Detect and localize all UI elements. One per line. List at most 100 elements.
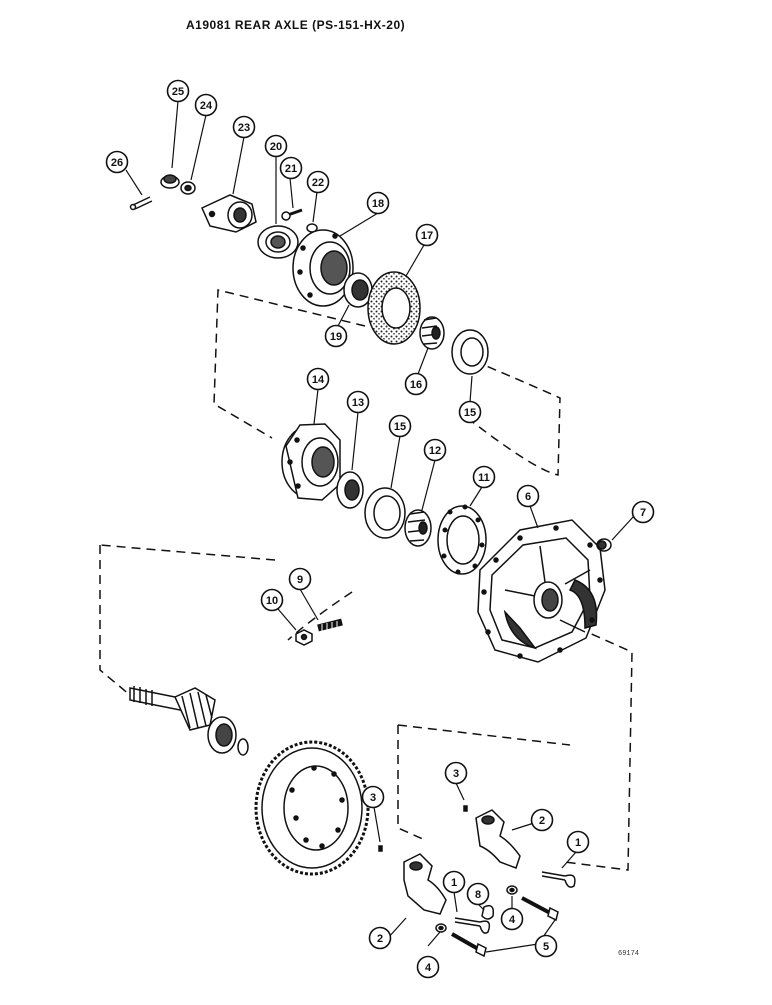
assembly-dashed-line-middle: [99, 544, 353, 696]
bearing-housing-part-14: [281, 423, 341, 501]
callout-circle-26: [105, 150, 129, 174]
bearing-cap-part-2-lower: [403, 853, 447, 915]
callout-circle-1b: [442, 870, 466, 894]
callout-label: 25: [172, 86, 184, 98]
yoke-flange-part-23: [201, 194, 257, 233]
pinion-bearing: [207, 716, 237, 754]
shim-gasket-part-11: [437, 504, 487, 575]
callout-label: 4: [425, 962, 432, 974]
bearing-cone-part-16: [419, 316, 445, 350]
callout-circle-15b: [388, 414, 412, 438]
bearing-cup-part-15-upper: [451, 329, 489, 375]
callout-circle-5: [534, 934, 558, 958]
callout-circle-7: [631, 500, 655, 524]
callout-label: 13: [352, 397, 364, 409]
callout-label: 10: [266, 595, 278, 607]
dust-shield-part-20: [257, 225, 299, 259]
washer-part-4-upper: [506, 885, 518, 895]
callout-label: 14: [312, 374, 325, 386]
lock-part-8: [481, 904, 495, 920]
ring-gear: [254, 740, 370, 876]
callout-label: 24: [200, 100, 213, 112]
callout-labels: 26 25 24 23 20 21 22 18 17 19 16 15 14 1…: [111, 86, 646, 974]
callout-label: 11: [478, 472, 490, 484]
callout-circle-6: [516, 484, 540, 508]
callout-label: 2: [377, 933, 383, 945]
bearing-cup-part-15-lower: [364, 487, 406, 539]
nut-part-10: [295, 629, 313, 646]
callout-circle-12: [423, 438, 447, 462]
bearing-cone-part-12: [404, 509, 432, 547]
callout-circle-19: [324, 324, 348, 348]
callout-circles: [105, 79, 655, 979]
callout-circle-3b: [361, 785, 385, 809]
callout-circle-20: [264, 134, 288, 158]
callout-label: 6: [525, 491, 531, 503]
callout-circle-4b: [416, 955, 440, 979]
callout-label: 17: [421, 230, 433, 242]
callout-label: 15: [394, 421, 406, 433]
dowel-pin-part-3-upper: [463, 805, 468, 812]
callout-circle-24: [194, 93, 218, 117]
bolt-part-5-lower: [451, 932, 487, 958]
leader-lines: [125, 100, 635, 953]
bearing-retainer-part-18: [292, 229, 354, 307]
callout-label: 3: [370, 792, 376, 804]
seal-part-13: [336, 471, 364, 509]
callout-label: 26: [111, 157, 123, 169]
assembly-dashed-line-upper: [213, 289, 561, 476]
page-title: A19081 REAR AXLE (PS-151-HX-20): [186, 18, 406, 32]
carrier-housing-part-6: [477, 519, 606, 663]
callout-circle-2a: [530, 808, 554, 832]
castle-nut-part-25: [160, 174, 180, 189]
callout-label: 1: [451, 877, 457, 889]
callout-circle-3a: [444, 761, 468, 785]
bolt-part-5-upper: [521, 896, 559, 922]
callout-label: 23: [238, 122, 250, 134]
cotter-pin-part-26: [129, 196, 153, 211]
dowel-pin-part-3-lower: [378, 845, 383, 852]
gasket-part-17: [367, 271, 421, 345]
callout-circle-1a: [566, 830, 590, 854]
bolt-part-21: [281, 208, 303, 221]
callout-label: 1: [575, 837, 581, 849]
callout-circle-23: [232, 115, 256, 139]
callout-circle-25: [166, 79, 190, 103]
callout-circle-15a: [458, 400, 482, 424]
callout-label: 22: [312, 177, 324, 189]
lock-pin-part-1-lower: [454, 917, 491, 934]
callout-label: 15: [464, 407, 476, 419]
lock-pin-part-1-upper: [541, 871, 576, 888]
washer-part-24: [180, 181, 196, 195]
stud-part-9: [317, 618, 343, 632]
callout-label: 4: [509, 914, 516, 926]
callout-circle-11: [472, 465, 496, 489]
callout-label: 5: [543, 941, 549, 953]
bearing-cap-part-2-upper: [475, 809, 521, 869]
callout-circle-21: [279, 156, 303, 180]
callout-label: 18: [372, 198, 384, 210]
plug-part-7: [596, 538, 612, 552]
callout-label: 19: [330, 331, 342, 343]
callout-label: 8: [475, 889, 481, 901]
drawing-reference-code: 69174: [618, 950, 640, 958]
callout-circle-22: [306, 170, 330, 194]
washer-part-4-lower: [435, 923, 447, 933]
callout-label: 20: [270, 141, 282, 153]
callout-label: 21: [285, 163, 297, 175]
callout-circle-14: [306, 367, 330, 391]
callout-circle-2b: [368, 926, 392, 950]
callout-label: 9: [297, 574, 303, 586]
callout-circle-8: [466, 882, 490, 906]
callout-label: 12: [429, 445, 441, 457]
callout-circle-18: [366, 191, 390, 215]
callout-label: 2: [539, 815, 545, 827]
callout-label: 16: [410, 379, 422, 391]
callout-circle-16: [404, 372, 428, 396]
assembly-dashed-line-lower: [397, 627, 633, 871]
callout-label: 7: [640, 507, 646, 519]
callout-circle-10: [260, 588, 284, 612]
pinion-snap-ring: [237, 738, 249, 756]
